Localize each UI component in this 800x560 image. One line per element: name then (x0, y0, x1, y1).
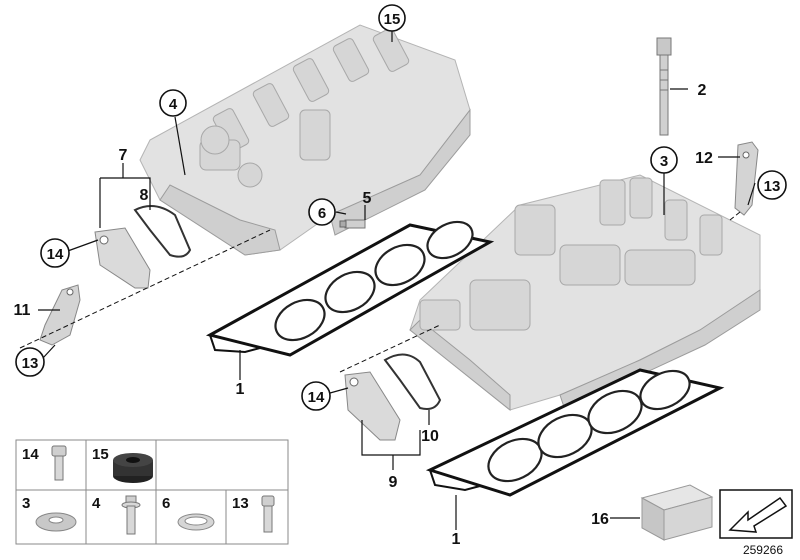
grommet-icon (113, 453, 153, 483)
label-7: 7 (119, 147, 128, 164)
callout-6: 6 (308, 198, 336, 226)
label-5: 5 (363, 190, 372, 207)
callout-13-left: 13 (15, 347, 45, 377)
gasket-set-box (640, 484, 714, 541)
label-12: 12 (695, 150, 713, 167)
leader-lines (38, 28, 756, 530)
callout-label: 15 (384, 11, 401, 28)
grid-label-14: 14 (22, 446, 39, 463)
label-10: 10 (421, 428, 439, 445)
washer-icon (35, 512, 77, 532)
lifting-bracket-left (39, 284, 81, 346)
flange-bolt-icon (121, 495, 141, 535)
grid-label-6: 6 (162, 495, 170, 512)
callout-14-upper: 14 (40, 238, 70, 268)
callout-label: 13 (22, 355, 39, 372)
cylinder-head-lower (409, 174, 761, 412)
head-gasket-upper (205, 220, 495, 357)
bolt-icon (51, 445, 67, 481)
head-bolt (656, 37, 672, 136)
callout-label: 4 (169, 96, 178, 113)
label-11: 11 (14, 302, 31, 319)
label-2: 2 (698, 82, 707, 99)
callout-3: 3 (650, 146, 678, 174)
callout-label: 14 (308, 389, 325, 406)
callout-13-right: 13 (757, 170, 787, 200)
label-1-upper: 1 (236, 381, 245, 398)
small-parts-grid: 14 15 3 4 6 13 (15, 439, 289, 545)
grid-label-15: 15 (92, 446, 109, 463)
orientation-arrow-box (719, 489, 793, 539)
callout-label: 14 (47, 246, 64, 263)
arrow-icon (728, 496, 788, 533)
cylinder-head-upper (139, 24, 471, 256)
lifting-bracket-right (734, 141, 759, 216)
cover-plate-lower (344, 353, 442, 441)
diagram-reference-number: 259266 (743, 543, 783, 557)
callout-4: 4 (159, 89, 187, 117)
grid-label-4: 4 (92, 495, 101, 512)
head-gasket-lower (425, 368, 725, 497)
sensor (339, 219, 366, 229)
callout-15: 15 (378, 4, 406, 32)
seal-ring-icon (177, 513, 215, 531)
cover-plate-upper (94, 205, 192, 289)
label-8: 8 (140, 187, 149, 204)
label-9: 9 (389, 474, 398, 491)
grid-label-13: 13 (232, 495, 249, 512)
socket-screw-icon (261, 495, 275, 533)
callout-14-lower: 14 (301, 381, 331, 411)
grid-label-3: 3 (22, 495, 30, 512)
callout-label: 6 (318, 205, 326, 222)
callout-label: 3 (660, 153, 668, 170)
label-1-lower: 1 (452, 531, 461, 548)
callout-label: 13 (764, 178, 781, 195)
label-16: 16 (591, 511, 609, 528)
